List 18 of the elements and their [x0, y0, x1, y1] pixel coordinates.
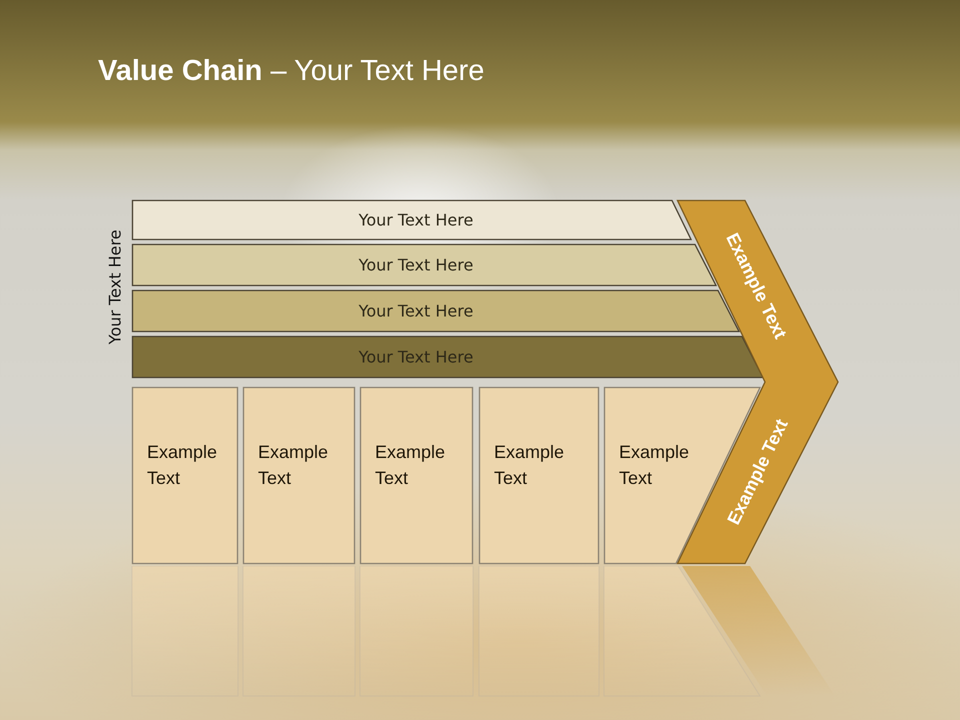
activity-panel — [360, 387, 473, 564]
bar-label: Your Text Here — [358, 256, 474, 274]
bar-label: Your Text Here — [358, 302, 474, 320]
slide-title: Value Chain – Your Text Here — [98, 55, 484, 88]
bar-label: Your Text Here — [358, 210, 474, 230]
bar-label: Your Text Here — [358, 348, 474, 366]
activity-label: Example Text — [147, 441, 217, 490]
activity-panel — [243, 387, 355, 564]
side-label: Your Text Here — [106, 230, 124, 344]
activity-label: Example Text — [258, 441, 328, 490]
activity-label: Example Text — [619, 441, 689, 490]
activity-bar — [132, 336, 764, 378]
activity-bar — [132, 200, 692, 240]
activity-panel — [479, 387, 599, 564]
activity-bar — [132, 244, 717, 286]
activity-panel — [132, 387, 238, 564]
activity-label: Example Text — [494, 441, 564, 490]
activity-label: Example Text — [375, 441, 445, 490]
